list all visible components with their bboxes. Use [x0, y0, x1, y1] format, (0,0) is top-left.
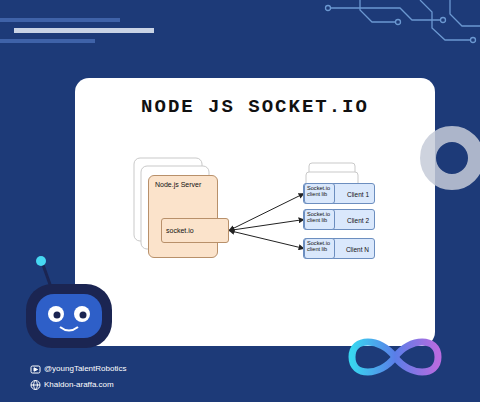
node-text: Client 1: [347, 190, 369, 197]
node-text: socket.io: [162, 227, 194, 234]
footer-label: Khaldon-araffa.com: [44, 380, 114, 389]
robot-head: [26, 284, 112, 348]
circuit-pad: [326, 6, 331, 11]
circuit-lines: [326, 0, 480, 43]
robot: [26, 256, 112, 348]
circuit-pad: [396, 20, 401, 25]
robot-eye: [74, 306, 90, 322]
module-box: socket.io: [161, 218, 229, 243]
client-box: Client N Socket.io client lib: [303, 238, 375, 259]
card: [75, 78, 435, 346]
robot-bulb: [36, 256, 46, 266]
contact-icons: [31, 366, 40, 390]
circuit-trace: [330, 8, 440, 20]
node-text: Socket.io client lib: [305, 210, 334, 224]
library-box: Socket.io client lib: [304, 238, 335, 259]
client-box: Client 1 Socket.io client lib: [303, 183, 375, 204]
stripe: [0, 39, 95, 43]
circuit-pad: [441, 18, 446, 23]
connector: [229, 231, 304, 249]
library-box: Socket.io client lib: [304, 209, 335, 230]
stripe: [14, 28, 154, 33]
robot-face: [36, 294, 102, 338]
client-box: Client 2 Socket.io client lib: [303, 209, 375, 230]
robot-smile: [60, 327, 78, 331]
infinity-logo: [352, 342, 438, 372]
node-text: Client N: [346, 245, 369, 252]
node-text: Socket.io client lib: [305, 239, 334, 253]
node-text: Socket.io client lib: [305, 184, 334, 198]
circuit-trace: [420, 0, 470, 40]
robot-eye: [48, 306, 64, 322]
circuit-trace: [450, 0, 480, 26]
circuit-trace: [360, 0, 395, 22]
video-icon: [31, 366, 40, 373]
server-box: Node.js Server socket.io: [148, 175, 218, 258]
ring: [428, 134, 476, 182]
connector: [229, 220, 304, 231]
video-icon: [34, 368, 38, 371]
globe-icon: [31, 381, 40, 390]
robot-pupil: [80, 312, 87, 319]
node-text: Client 2: [347, 216, 369, 223]
node-text: Node.js Server: [149, 176, 217, 188]
stripe: [0, 18, 120, 22]
title: NODE JS SOCKET.IO: [75, 96, 435, 118]
library-box: Socket.io client lib: [304, 183, 335, 204]
connector: [229, 194, 304, 231]
circuit-pad: [471, 38, 476, 43]
footer-label: @youngTalentRobotics: [44, 364, 126, 373]
robot-pupil: [54, 312, 61, 319]
globe-icon: [31, 381, 40, 390]
